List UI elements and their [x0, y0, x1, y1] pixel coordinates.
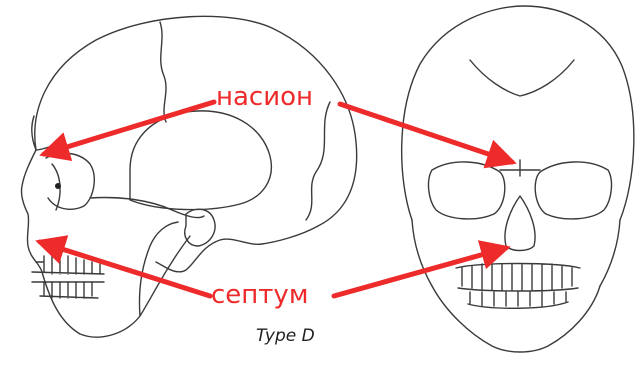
- frontal-upper-teeth: [456, 264, 580, 292]
- frontal-cranium-outline: [402, 6, 634, 220]
- frontal-skull: [402, 6, 634, 352]
- lateral-mastoid: [185, 209, 215, 246]
- frontal-cheek-left: [412, 220, 432, 286]
- frontal-orbit-right: [535, 162, 611, 219]
- lateral-temporal-fossa: [130, 111, 271, 210]
- lateral-zygomatic-arch: [90, 198, 204, 218]
- arrows: [40, 102, 512, 296]
- arrow-septum-to-lateral: [40, 242, 210, 296]
- frontal-cranial-sutures: [470, 60, 574, 96]
- lateral-lambdoid-suture: [306, 102, 330, 220]
- frontal-cheek-right: [600, 220, 620, 286]
- arrow-nasion-to-frontal: [340, 104, 512, 162]
- arrow-nasion-to-lateral: [44, 102, 214, 154]
- lateral-orbit: [46, 153, 94, 209]
- frontal-jaw-outline: [432, 286, 600, 352]
- nasion-label: насион: [216, 84, 313, 110]
- lateral-eye-dot: [55, 183, 61, 189]
- frontal-lower-teeth: [468, 292, 568, 308]
- lateral-face-profile: [21, 150, 42, 272]
- lateral-coronal-suture: [160, 22, 166, 122]
- figure-caption: Type D: [256, 326, 315, 346]
- frontal-orbit-left: [429, 162, 505, 219]
- lateral-lower-teeth: [40, 282, 98, 298]
- arrow-septum-to-frontal: [334, 248, 506, 296]
- frontal-nasal-cavity: [505, 196, 535, 251]
- septum-label: септум: [211, 282, 308, 308]
- lateral-mandible-ramus: [139, 222, 178, 316]
